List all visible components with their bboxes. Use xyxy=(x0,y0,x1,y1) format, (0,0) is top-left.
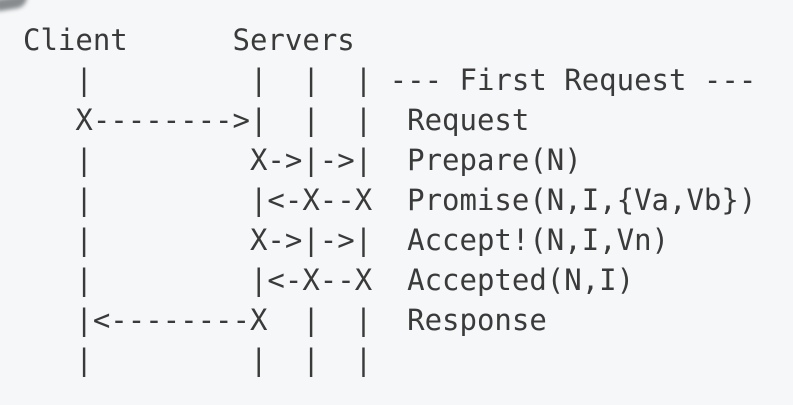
lifeline-marks: | | | | xyxy=(23,343,373,377)
timeline-row-accept: | X->|->| Accept!(N,I,Vn) xyxy=(23,220,756,260)
timeline-row-response: |<--------X | | Response xyxy=(23,300,756,340)
section-title: --- First Request --- xyxy=(389,63,757,97)
message-label: Request xyxy=(407,103,530,137)
lifeline-marks: | |<-X--X xyxy=(23,183,373,217)
message-label: Prepare(N) xyxy=(407,143,582,177)
servers-column-label: Servers xyxy=(232,23,355,57)
message-label: Response xyxy=(407,303,547,337)
paxos-sequence-diagram: Client Servers | | | | --- First Request -… xyxy=(23,20,756,380)
column-headers: Client Servers xyxy=(23,20,756,60)
timeline-row-promise: | |<-X--X Promise(N,I,{Va,Vb}) xyxy=(23,180,756,220)
lifeline-marks: | X->|->| xyxy=(23,143,373,177)
lifeline-marks: X-------->| | | xyxy=(23,103,373,137)
lifeline-marks: | | | | xyxy=(23,63,373,97)
message-label: Accepted(N,I) xyxy=(407,263,635,297)
message-label: Promise(N,I,{Va,Vb}) xyxy=(407,183,757,217)
timeline-row-prepare: | X->|->| Prepare(N) xyxy=(23,140,756,180)
timeline-row-first-request-section: | | | | --- First Request --- xyxy=(23,60,756,100)
timeline-row-accepted: | |<-X--X Accepted(N,I) xyxy=(23,260,756,300)
timeline-row-request: X-------->| | | Request xyxy=(23,100,756,140)
timeline-row-trailing-lifelines: | | | | xyxy=(23,340,756,380)
lifeline-marks: | X->|->| xyxy=(23,223,373,257)
lifeline-marks: |<--------X | | xyxy=(23,303,373,337)
lifeline-marks: | |<-X--X xyxy=(23,263,373,297)
message-label: Accept!(N,I,Vn) xyxy=(407,223,670,257)
client-column-label: Client xyxy=(23,23,128,57)
